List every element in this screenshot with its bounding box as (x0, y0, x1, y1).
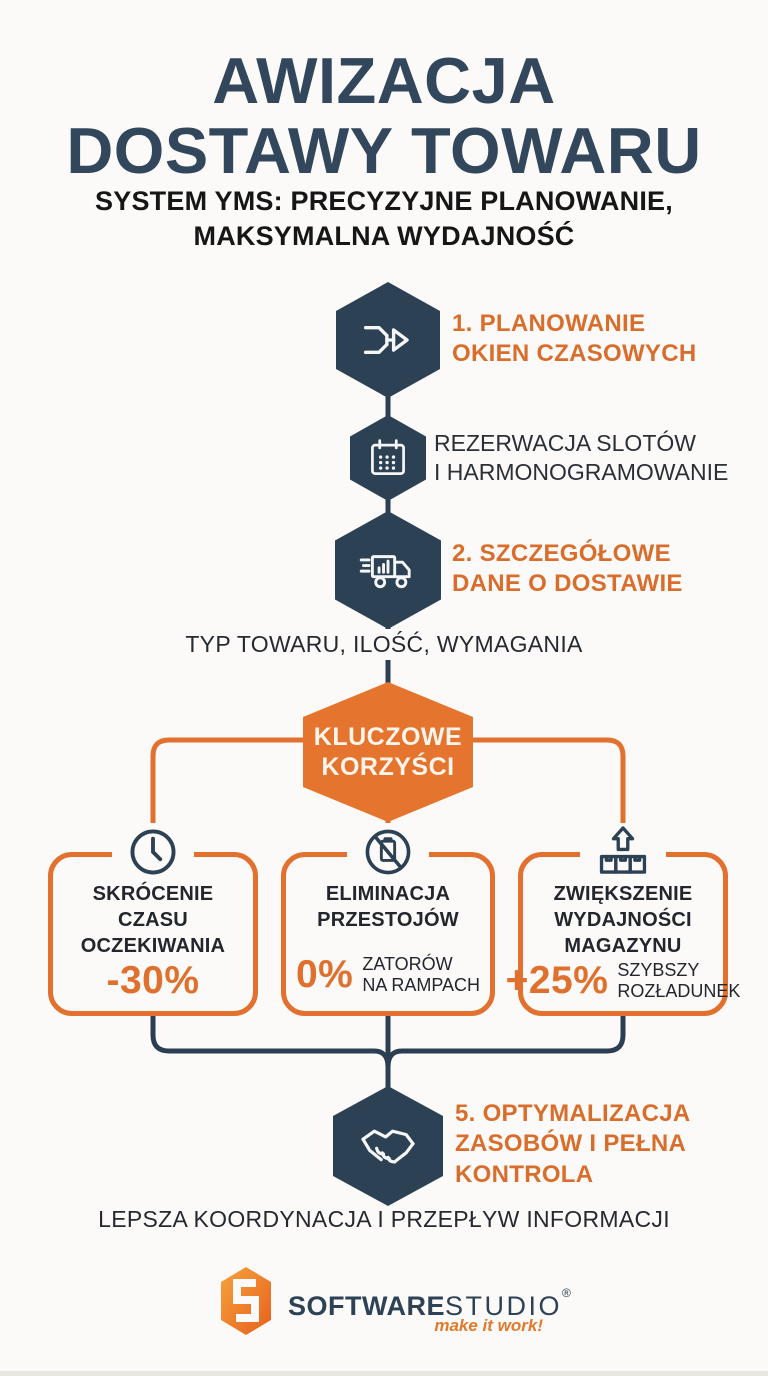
step5-label: 5. OPTYMALIZACJA ZASOBÓW I PEŁNA KONTROL… (455, 1099, 690, 1190)
registered-mark: ® (562, 1286, 571, 1300)
benefit-title: ELIMINACJA PRZESTOJÓW (317, 883, 459, 931)
benefit-box-downtime: ELIMINACJA PRZESTOJÓW 0% ZATORÓW NA RAMP… (281, 823, 495, 1016)
page-title-line1: AWIZACJA (212, 44, 556, 117)
benefit-value-row: +25% SZYBSZY ROZŁADUNEK (506, 959, 741, 1003)
benefits-hub-line1: KLUCZOWE (313, 722, 463, 751)
step1-label: 1. PLANOWANIE OKIEN CZASOWYCH (452, 309, 697, 370)
brand-tagline: make it work! (434, 1316, 543, 1335)
page-subtitle: SYSTEM YMS: PRECYZYJNE PLANOWANIE, MAKSY… (0, 184, 768, 254)
step1-label-line1: 1. PLANOWANIE (452, 310, 646, 337)
benefit-title: SKRÓCENIE CZASU OCZEKIWANIA (80, 883, 226, 957)
scheduling-label-line1: REZERWACJA SLOTÓW (434, 430, 696, 456)
footer-note: LEPSZA KOORDYNACJA I PRZEPŁYW INFORMACJI (98, 1206, 670, 1232)
no-downtime-icon (347, 823, 429, 881)
page-title-line2: DOSTAWY TOWARU (66, 114, 702, 188)
step2-label-line1: 2. SZCZEGÓŁOWE (452, 540, 671, 567)
page-title: AWIZACJA DOSTAWY TOWARU (0, 44, 768, 188)
benefit-box-throughput: ZWIĘKSZENIE WYDAJNOŚCI MAGAZYNU +25% SZY… (506, 823, 741, 1016)
step2-label-line2: DANE O DOSTAWIE (452, 570, 683, 598)
benefit-value-row: 0% ZATORÓW NA RAMPACH (292, 953, 484, 997)
clock-icon (112, 823, 194, 881)
step5-label-line3: KONTROLA (455, 1160, 594, 1188)
merge-arrow-icon (360, 313, 416, 367)
benefit-box-waiting-time: SKRÓCENIE CZASU OCZEKIWANIA -30% (48, 823, 258, 1016)
step5-label-line1: 5. OPTYMALIZACJA (455, 1100, 691, 1127)
scheduling-label-line2: I HARMONOGRAMOWANIE (434, 459, 729, 486)
step2-hexagon (335, 511, 441, 629)
step5-hexagon (333, 1086, 443, 1206)
softwarestudio-logo-icon (220, 1266, 272, 1336)
step1-hexagon (336, 282, 440, 398)
step5-label-line2: ZASOBÓW I PEŁNA (455, 1130, 687, 1158)
step2-note: TYP TOWARU, ILOŚĆ, WYMAGANIA (185, 631, 583, 657)
page-subtitle-line2: MAKSYMALNA WYDAJNOŚĆ (193, 221, 575, 252)
benefit-value-note: SZYBSZY ROZŁADUNEK (617, 959, 741, 1001)
benefit-value-note: ZATORÓW NA RAMPACH (362, 953, 481, 995)
bottom-edge-strip (0, 1371, 768, 1376)
scheduling-label: REZERWACJA SLOTÓW I HARMONOGRAMOWANIE (434, 429, 728, 487)
brand-name-light: STUDIO (445, 1291, 563, 1321)
benefit-value: -30% (106, 959, 200, 1002)
step2-label: 2. SZCZEGÓŁOWE DANE O DOSTAWIE (452, 539, 683, 600)
benefit-value: +25% (505, 959, 609, 1002)
brand-name: SOFTWARESTUDIO® (288, 1286, 571, 1322)
benefit-title: ZWIĘKSZENIE WYDAJNOŚCI MAGAZYNU (553, 883, 693, 957)
handshake-icon (358, 1121, 418, 1171)
warehouse-throughput-icon (580, 823, 666, 883)
benefit-value: 0% (295, 953, 354, 996)
brand-name-bold: SOFTWARE (288, 1291, 445, 1321)
calendar-icon (366, 436, 410, 480)
benefits-hub-line2: KORZYŚCI (321, 753, 455, 781)
step1-label-line2: OKIEN CZASOWYCH (452, 340, 697, 368)
page-subtitle-line1: SYSTEM YMS: PRECYZYJNE PLANOWANIE, (95, 186, 673, 216)
truck-icon (359, 545, 417, 595)
scheduling-hexagon (350, 415, 426, 501)
benefits-hub-label: KLUCZOWE KORZYŚCI (314, 722, 462, 783)
